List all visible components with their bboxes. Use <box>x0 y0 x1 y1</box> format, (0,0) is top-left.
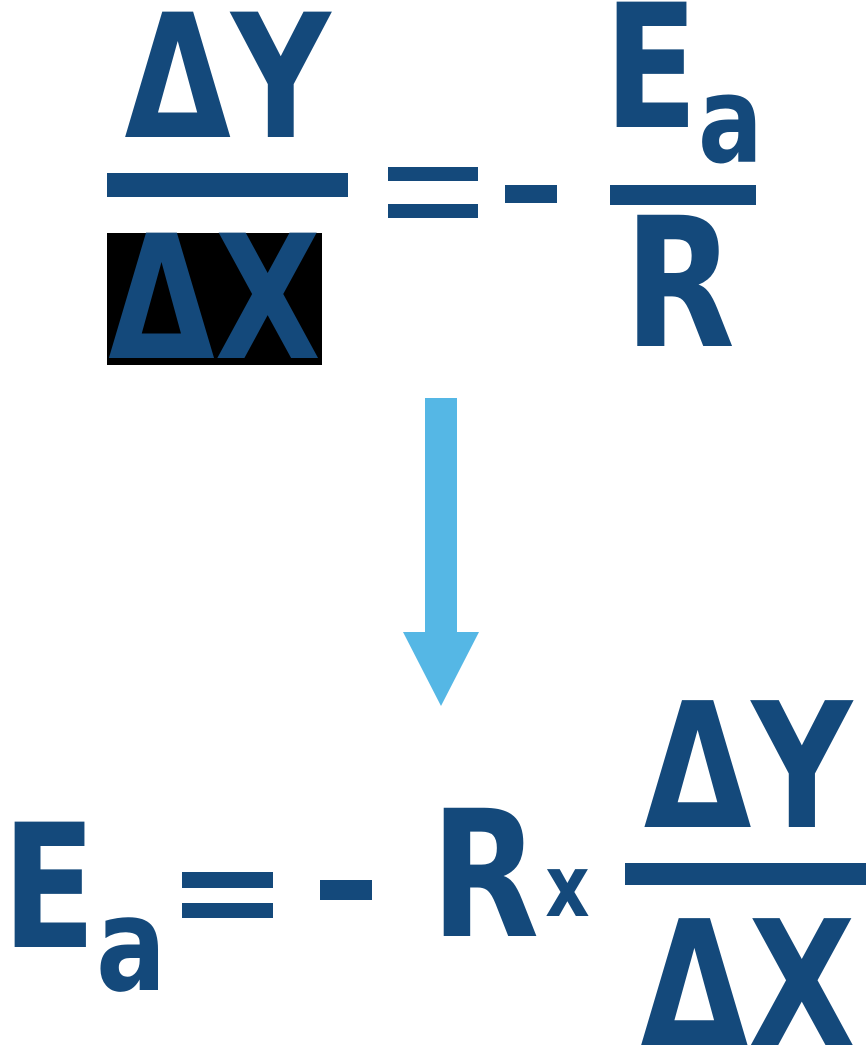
result-activation-energy-subscript: a <box>96 869 167 1021</box>
top-right-fraction-bar <box>610 185 756 205</box>
top-left-fraction-bar <box>107 173 348 197</box>
highlight-rectangle <box>107 233 322 365</box>
equals-top-bar <box>388 167 478 181</box>
down-arrow-head <box>403 632 479 706</box>
top-minus-sign <box>505 185 557 203</box>
top-gas-constant: R <box>624 179 735 389</box>
equals-bottom-bar <box>182 903 273 918</box>
top-equals-sign <box>388 167 478 218</box>
bottom-minus-sign <box>320 880 372 900</box>
top-fraction-numerator: ΔY <box>124 0 331 178</box>
top-fraction-denominator: ΔX <box>108 198 321 399</box>
bottom-equals-sign <box>182 872 273 918</box>
multiplication-sign: x <box>545 837 590 937</box>
bottom-gas-constant: R <box>430 773 540 978</box>
down-arrow-shaft <box>425 398 457 633</box>
bottom-fraction-denominator: ΔX <box>640 884 856 1052</box>
activation-energy-subscript: a <box>698 52 763 191</box>
activation-energy-symbol: E <box>604 0 698 168</box>
bottom-result-ea: E a <box>2 787 167 1021</box>
top-fraction-ea: E a <box>604 0 763 182</box>
equals-bottom-bar <box>388 204 478 218</box>
bottom-fraction-bar <box>625 863 866 885</box>
result-activation-energy-symbol: E <box>2 787 96 988</box>
equals-top-bar <box>182 872 273 888</box>
bottom-fraction-numerator: ΔY <box>643 666 853 869</box>
